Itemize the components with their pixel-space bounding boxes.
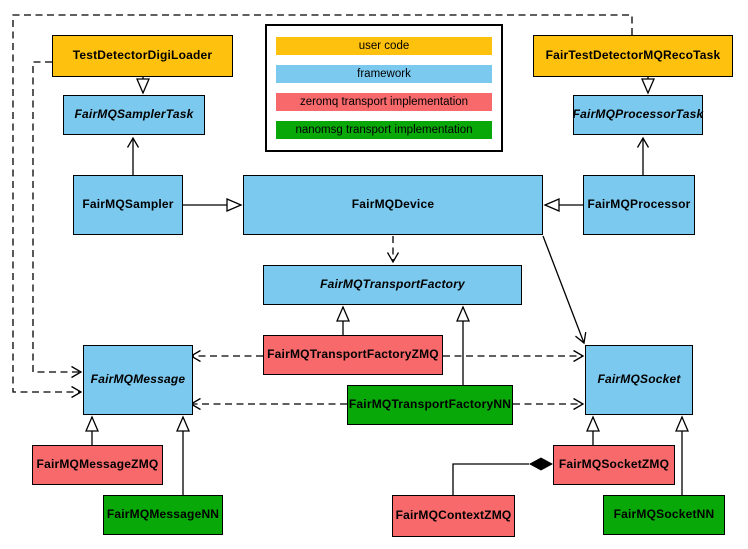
- node-label: TestDetectorDigiLoader: [72, 48, 213, 63]
- legend-item-zeromq: zeromq transport implementation: [276, 93, 492, 111]
- node-label: FairMQMessage: [90, 372, 186, 387]
- edge-contextzmq-composition-line: [452, 463, 529, 495]
- node-fairmq-processor: FairMQProcessor: [583, 175, 695, 235]
- edge-recotask-to-message-dashed: [12, 14, 633, 399]
- node-fairmq-sampler-task: FairMQSamplerTask: [63, 95, 205, 135]
- node-label: FairMQSocketNN: [613, 507, 715, 522]
- legend-label: zeromq transport implementation: [299, 96, 469, 108]
- node-label: FairMQProcessor: [587, 197, 691, 212]
- node-fairmq-socket: FairMQSocket: [585, 345, 693, 415]
- node-fairmq-sampler: FairMQSampler: [73, 175, 183, 235]
- node-test-detector-digi-loader: TestDetectorDigiLoader: [52, 35, 233, 77]
- node-fairmq-transport-factory-nn: FairMQTransportFactoryNN: [347, 385, 513, 425]
- node-label: FairMQTransportFactoryNN: [348, 397, 512, 412]
- node-label: FairMQContextZMQ: [395, 508, 512, 523]
- node-label: FairMQTransportFactory: [320, 277, 465, 292]
- node-label: FairMQDevice: [351, 197, 435, 212]
- edge-device-uses-socket: [542, 235, 587, 345]
- legend-label: user code: [358, 40, 410, 52]
- node-label: FairMQMessageNN: [106, 507, 220, 522]
- node-label: FairMQSocket: [597, 372, 681, 387]
- node-fairmq-context-zmq: FairMQContextZMQ: [392, 495, 515, 537]
- legend-item-framework: framework: [276, 65, 492, 83]
- composition-diamond-icon: [529, 457, 553, 471]
- node-label: FairMQSamplerTask: [74, 107, 194, 122]
- node-fairmq-transport-factory-zmq: FairMQTransportFactoryZMQ: [263, 335, 443, 375]
- node-label: FairMQSocketZMQ: [558, 457, 670, 472]
- node-label: FairMQProcessorTask: [572, 107, 704, 122]
- node-fairmq-message-zmq: FairMQMessageZMQ: [32, 445, 163, 485]
- node-fairmq-processor-task: FairMQProcessorTask: [573, 95, 703, 135]
- node-label: FairMQMessageZMQ: [36, 457, 159, 472]
- node-fairmq-message-nn: FairMQMessageNN: [103, 495, 223, 535]
- legend: user code framework zeromq transport imp…: [265, 24, 503, 152]
- node-fairmq-message: FairMQMessage: [83, 345, 193, 415]
- legend-label: framework: [357, 68, 411, 80]
- edge-digiloader-to-message-dashed: [32, 61, 83, 379]
- node-fairmq-device: FairMQDevice: [243, 175, 543, 235]
- legend-label: nanomsg transport implementation: [295, 124, 473, 136]
- legend-item-nanomsg: nanomsg transport implementation: [276, 121, 492, 139]
- node-label: FairTestDetectorMQRecoTask: [545, 48, 721, 63]
- node-fairmq-socket-nn: FairMQSocketNN: [603, 495, 725, 535]
- node-fairmq-socket-zmq: FairMQSocketZMQ: [553, 445, 675, 485]
- node-fairmq-transport-factory: FairMQTransportFactory: [263, 265, 522, 305]
- node-label: FairMQSampler: [82, 197, 174, 212]
- node-label: FairMQTransportFactoryZMQ: [267, 347, 439, 362]
- legend-item-user-code: user code: [276, 37, 492, 55]
- node-fair-test-detector-mq-reco-task: FairTestDetectorMQRecoTask: [533, 35, 733, 77]
